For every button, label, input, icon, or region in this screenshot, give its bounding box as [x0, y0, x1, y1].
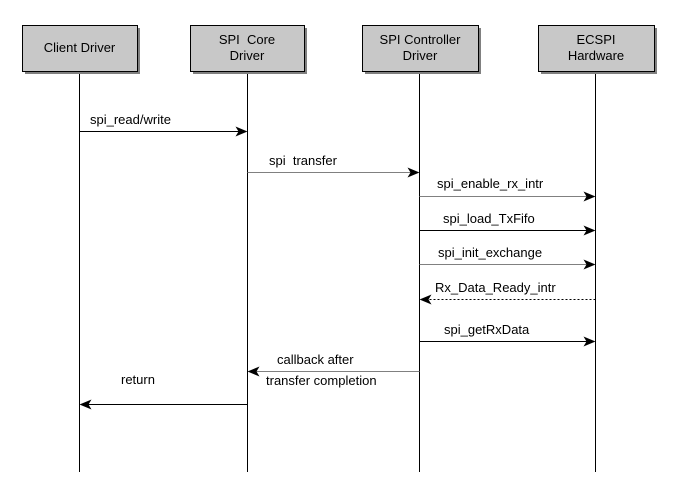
participant-boxes-group	[22, 25, 657, 74]
message-label-spi-read-write: spi_read/write	[90, 112, 171, 127]
message-label-callback-after-transfer-completion: callback after	[277, 352, 354, 367]
message-label-spi-load-txfifo: spi_load_TxFifo	[443, 211, 535, 226]
message-label-spi-init-exchange: spi_init_exchange	[438, 245, 543, 260]
message-label-spi-enable-rx-intr: spi_enable_rx_intr	[437, 176, 544, 191]
participant-box-client-driver[interactable]	[22, 25, 138, 72]
participant-box-ecspi-hardware[interactable]	[538, 25, 655, 72]
message-label-spi-transfer: spi transfer	[269, 153, 337, 168]
messages-group	[79, 126, 596, 410]
message-label-return: return	[121, 372, 155, 387]
participant-box-spi-core-driver[interactable]	[190, 25, 305, 72]
message-label-rx-data-ready-intr: Rx_Data_Ready_intr	[435, 280, 556, 295]
message-label2-callback-after-transfer-completion: transfer completion	[266, 373, 377, 388]
participant-box-spi-controller-driver[interactable]	[362, 25, 479, 72]
message-label-spi-getrxdata: spi_getRxData	[444, 322, 530, 337]
